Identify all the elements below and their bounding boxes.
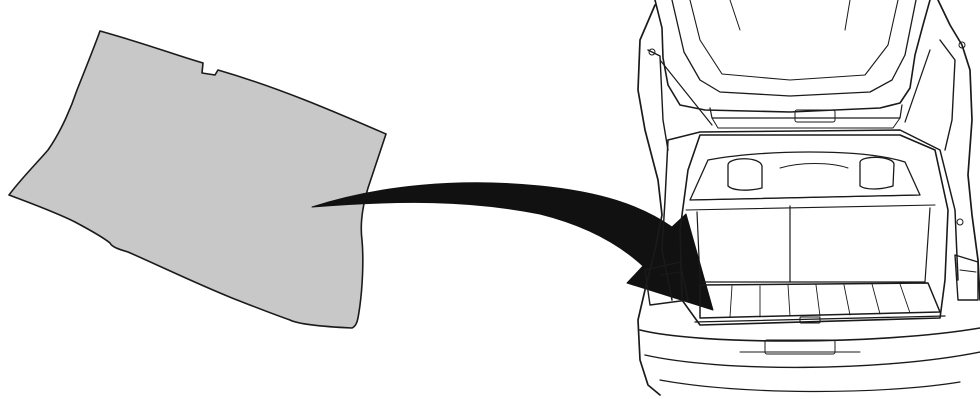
cargo-area [680, 135, 948, 325]
vehicle-rear-open-tailgate [638, 0, 980, 395]
placement-arrow-body [312, 183, 713, 310]
cargo-mat [9, 31, 386, 328]
tailgate [655, 0, 930, 128]
rear-bumper [640, 328, 980, 392]
placement-arrow [312, 183, 713, 310]
cargo-floor-ribs [730, 284, 910, 317]
cargo-mat-shape [9, 31, 386, 328]
